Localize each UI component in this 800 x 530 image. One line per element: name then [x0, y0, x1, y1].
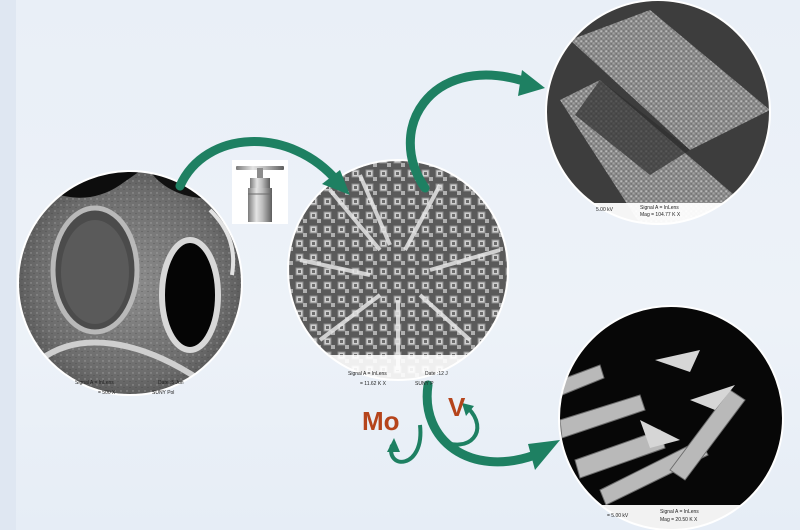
doped-caption-kv: = 5.00 kV — [607, 513, 629, 519]
tube-caption-signal: Signal A = InLens — [640, 205, 679, 211]
dopant-loop-arrow-v — [439, 403, 480, 447]
dopant-loop-arrow-mo — [387, 424, 423, 464]
nanorods-caption-mag: = 11.62 K X — [360, 381, 386, 387]
nanorods-caption-date: Date :12 J — [425, 371, 448, 377]
nanorods-caption-lab: SUNY P — [415, 381, 434, 387]
arrow-nanorods-to-doped — [422, 380, 560, 470]
foam-caption-lab: SUNY Pol — [152, 390, 175, 396]
tube-caption-kv: 5.00 kV — [596, 207, 613, 213]
arrow-foam-to-nanorods — [175, 137, 350, 195]
dopant-mo-label: Mo — [362, 406, 400, 436]
doped-caption-signal: Signal A = InLens — [660, 509, 699, 515]
foam-caption-mag: = 500 X — [98, 390, 116, 396]
hollow-tube-micrograph — [546, 0, 770, 224]
dopant-v-label: V — [448, 392, 466, 422]
autoclave-icon — [232, 160, 288, 224]
arrow-nanorods-to-tube — [405, 70, 545, 193]
tube-caption-mag: Mag = 104.77 K X — [640, 212, 681, 218]
nanorods-caption-signal: Signal A = InLens — [348, 371, 387, 377]
nickel-foam-micrograph — [18, 171, 242, 395]
foam-caption-date: Date :5 Jun — [158, 380, 184, 386]
doped-nanostructure-micrograph — [559, 306, 783, 530]
foam-caption-signal: Signal A = InLens — [75, 380, 114, 386]
doped-caption-mag: Mag = 20.50 K X — [660, 517, 698, 523]
nanorod-array-micrograph — [288, 160, 508, 380]
